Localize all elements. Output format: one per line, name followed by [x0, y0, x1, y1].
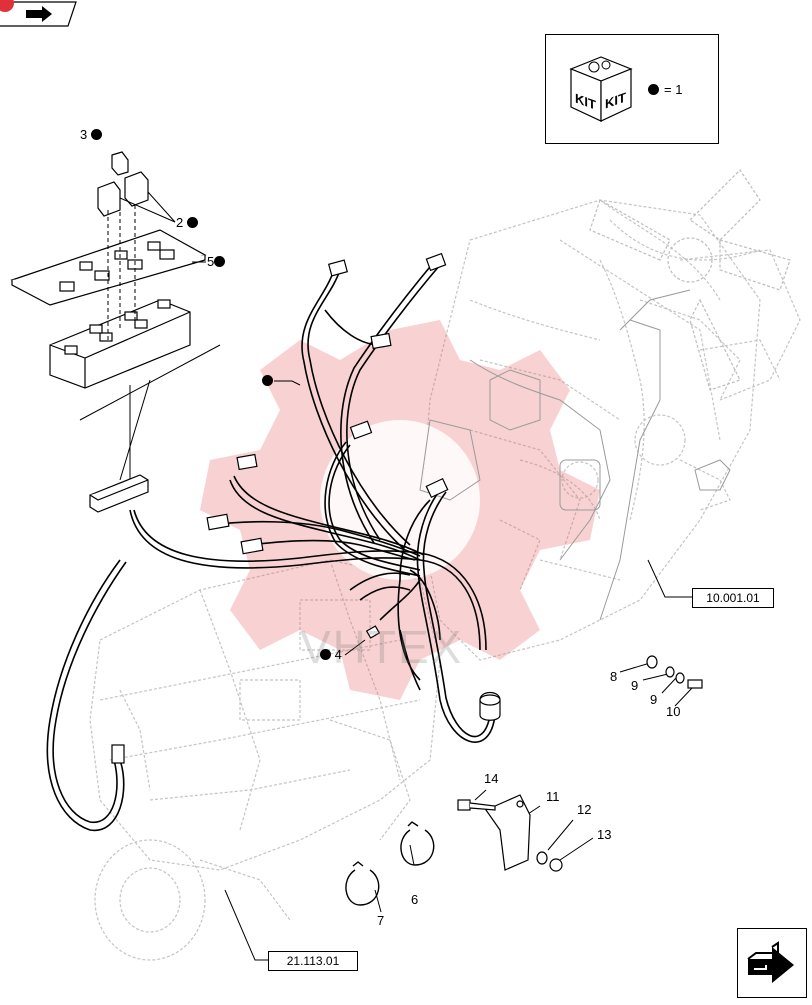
relay-dashed-guides [107, 205, 136, 340]
callout-3: 3 [80, 128, 102, 142]
callout-12: 12 [577, 802, 592, 817]
callout-6: 6 [411, 892, 419, 907]
bracket-part [485, 794, 531, 871]
watermark-text: VHTEX [300, 621, 464, 673]
kit-dot-icon [214, 256, 226, 267]
callout-8: 8 [610, 669, 618, 684]
ref-transmission[interactable]: 21.113.01 [268, 951, 358, 971]
callout-3-number: 3 [80, 127, 88, 142]
callout-9b: 9 [650, 692, 658, 707]
bolt-part [457, 799, 496, 811]
callout-11: 11 [546, 789, 560, 804]
next-page-arrow-icon [747, 941, 794, 983]
fasteners [536, 655, 703, 872]
kit-legend: KIT KIT = 1 [545, 34, 719, 144]
callout-13: 13 [597, 827, 612, 842]
kit-equals-label: = 1 [664, 82, 683, 97]
callout-harness [262, 374, 273, 388]
callout-10: 10 [666, 704, 681, 719]
connectors [111, 252, 501, 764]
callout-2: 2 [176, 216, 198, 230]
kit-dot-icon [320, 649, 331, 660]
next-page-button[interactable] [737, 928, 807, 998]
wiring-harness [46, 261, 496, 831]
callout-2-number: 2 [176, 215, 184, 230]
callout-5-number: 5 [207, 254, 215, 269]
page-return-icon[interactable] [0, 0, 78, 28]
relays [97, 151, 149, 217]
engine-outline [419, 289, 731, 621]
bracket-lines [79, 344, 221, 481]
clamps [345, 821, 435, 906]
callout-4-number: 4 [334, 647, 342, 662]
fuse-block-small [89, 474, 149, 513]
callout-9a: 9 [631, 678, 639, 693]
kit-dot-icon [90, 129, 102, 140]
leader-lines [119, 191, 693, 961]
kit-dot-icon [186, 217, 198, 228]
ref-engine[interactable]: 10.001.01 [692, 588, 774, 608]
callout-4: 4 [320, 648, 342, 662]
callout-5: 5 [207, 254, 226, 269]
kit-dot-icon [648, 84, 659, 95]
kit-dot-icon [262, 375, 273, 386]
engine-ghost [419, 199, 801, 661]
kit-box-icon: KIT KIT [569, 56, 633, 122]
fan-ghost [589, 169, 791, 391]
transmission-ghost [89, 559, 441, 961]
callout-7: 7 [377, 913, 385, 928]
callout-14: 14 [484, 771, 499, 786]
